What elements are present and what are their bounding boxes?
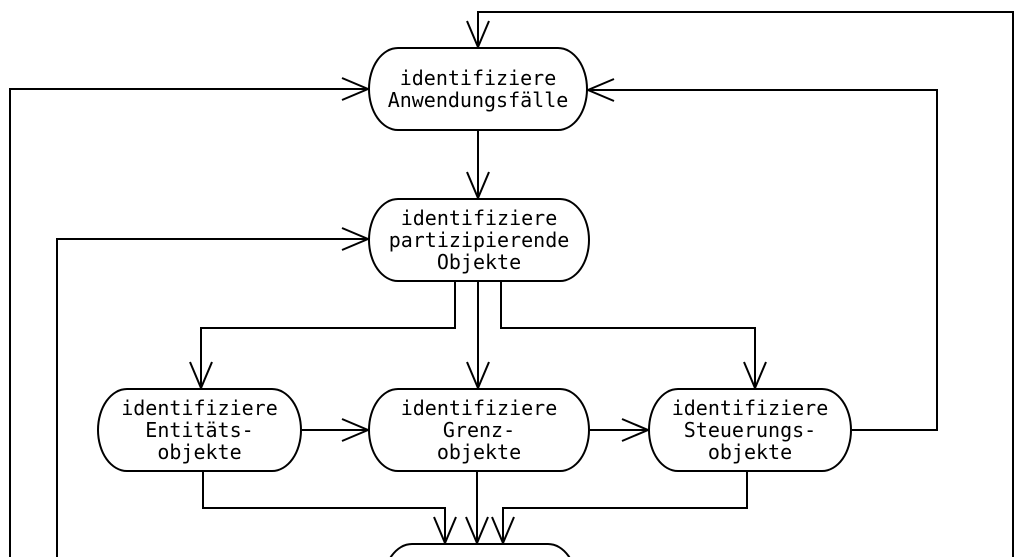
node-identify-entity-objects-label: identifiziere Entitäts- objekte <box>121 396 278 464</box>
edge-boundary-to-control <box>590 418 651 442</box>
edge-entity-to-boundary <box>302 418 371 442</box>
edge-control-to-bottom <box>491 472 748 546</box>
node-identify-control-objects: identifiziere Steuerungs- objekte <box>648 388 852 472</box>
node-identify-use-cases: identifiziere Anwendungsfälle <box>368 47 588 131</box>
node-identify-boundary-objects: identifiziere Grenz- objekte <box>368 388 590 472</box>
node-identify-control-objects-label: identifiziere Steuerungs- objekte <box>671 396 829 464</box>
edge-participating-to-control <box>500 282 767 391</box>
node-identify-participating-objects: identifiziere partizipierende Objekte <box>368 198 590 282</box>
node-identify-use-cases-label: identifiziere Anwendungsfälle <box>387 66 569 112</box>
edge-participating-to-boundary <box>466 282 490 391</box>
node-bottom-partial <box>382 543 578 557</box>
edge-use-cases-to-participating <box>466 131 490 201</box>
node-identify-participating-objects-label: identifiziere partizipierende Objekte <box>388 206 570 274</box>
edge-control-to-use-cases <box>585 78 938 431</box>
node-identify-entity-objects: identifiziere Entitäts- objekte <box>97 388 302 472</box>
edge-entity-to-bottom <box>202 472 457 546</box>
edge-boundary-to-bottom <box>465 472 489 546</box>
edge-participating-to-entity <box>189 282 456 391</box>
edge-feedback-to-use-cases-left <box>9 77 371 557</box>
node-identify-boundary-objects-label: identifiziere Grenz- objekte <box>400 396 558 464</box>
